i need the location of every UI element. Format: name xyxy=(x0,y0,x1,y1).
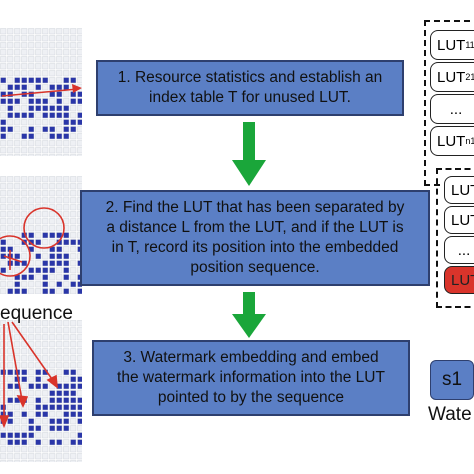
step-2-line-3: in T, record its position into the embed… xyxy=(111,239,399,256)
lut-table-2-frame xyxy=(436,168,474,308)
step-1-line-1: 1. Resource statistics and establish an xyxy=(117,69,383,86)
watermark-caption: Wate xyxy=(428,404,472,425)
lut-table-1-row-3: ... xyxy=(430,94,474,124)
sequence-caption: equence xyxy=(0,303,73,324)
step-1-line-2: index table T for unused LUT. xyxy=(149,89,351,106)
lut-table-2-row-2: LUT xyxy=(444,206,474,234)
lut-table-2-row-4-highlighted: LUT xyxy=(444,266,474,294)
lut-table-2-row-1: LUT xyxy=(444,176,474,204)
step-1-box: 1. Resource statistics and establish an … xyxy=(96,60,404,116)
step-3-line-1: 3. Watermark embedding and embed xyxy=(123,349,379,366)
grid-annotations xyxy=(0,84,82,429)
flow-arrow-2 xyxy=(232,292,266,338)
grid1-distance-arrow xyxy=(1,84,82,97)
grid3-sequence-arrows xyxy=(0,321,58,429)
step-2-line-4: position sequence. xyxy=(190,259,320,276)
grid2-search-circles xyxy=(0,207,65,277)
lut-table-2-row-3: ... xyxy=(444,236,474,264)
step-3-box: 3. Watermark embedding and embed the wat… xyxy=(92,340,410,416)
step-2-line-2: a distance L from the LUT, and if the LU… xyxy=(106,219,404,236)
step-3-line-3: pointed to by the sequence xyxy=(157,389,345,406)
step-2-box: 2. Find the LUT that has been separated … xyxy=(80,190,430,286)
step-3-line-2: the watermark information into the LUT xyxy=(117,369,385,386)
grid-panel-2 xyxy=(0,176,82,294)
grid-panel-3 xyxy=(0,320,82,462)
step-2-line-1: 2. Find the LUT that has been separated … xyxy=(105,199,405,216)
flow-arrow-1 xyxy=(232,122,266,186)
grid-panel-1 xyxy=(0,28,82,156)
watermark-bit-s1: s1 xyxy=(430,360,474,400)
